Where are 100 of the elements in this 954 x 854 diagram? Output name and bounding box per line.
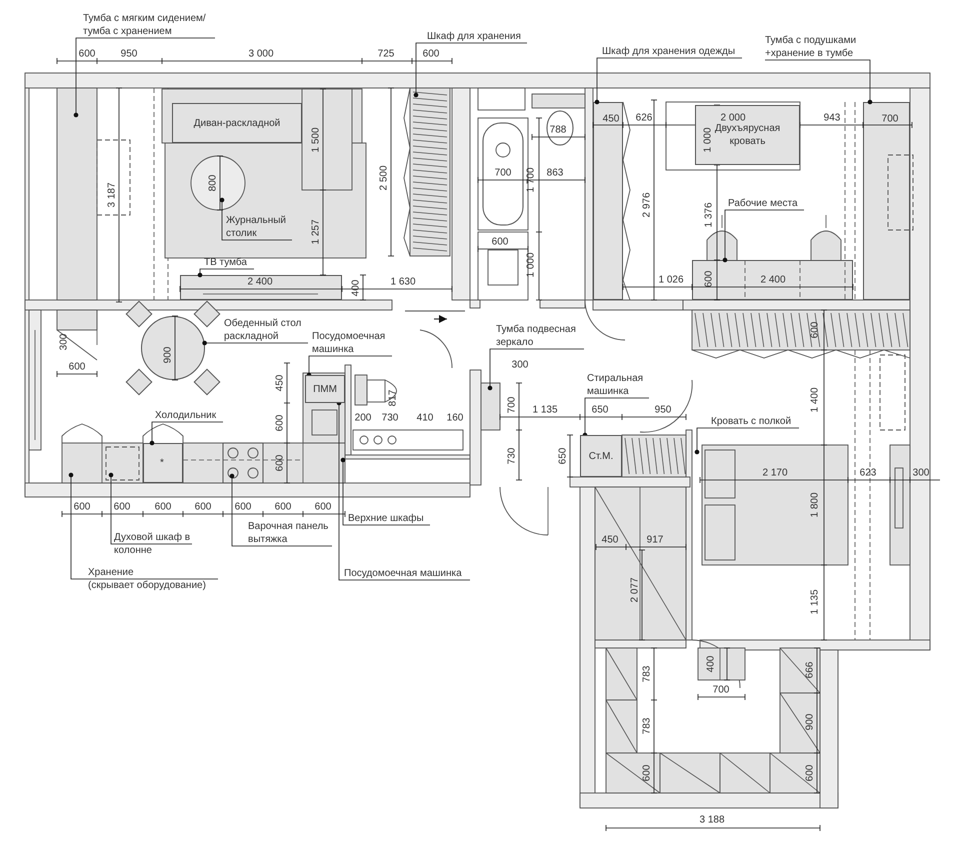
dimension-label: 700 [506, 396, 518, 414]
dimension-label: 1 135 [810, 589, 820, 615]
dimension-label: 3 187 [106, 182, 118, 208]
dimension-label: 1 700 [526, 167, 536, 193]
dimension-label: 623 [860, 468, 876, 478]
dimension-label: 943 [824, 112, 840, 124]
dimension-label: 900 [804, 714, 816, 730]
callout-label: Кровать с полкой [711, 415, 799, 428]
dimension-label: 1 500 [310, 127, 322, 153]
dimension-label: 800 [208, 174, 218, 192]
dimension-label: 863 [546, 168, 564, 178]
wardrobe [593, 102, 623, 300]
dimension-label: 3 188 [699, 814, 725, 826]
dimension-label: 400 [350, 280, 362, 296]
callout-label: Посудомоечная машинка [344, 567, 470, 580]
dimension-label: 300 [512, 360, 528, 370]
dimension-label: 600 [114, 502, 130, 512]
callout-label: Шкаф для хранения [427, 30, 527, 43]
dishwasher: ПММ [305, 375, 345, 403]
dimension-label: 600 [810, 322, 820, 338]
dimension-label: 600 [68, 362, 86, 372]
dimension-label: 600 [194, 502, 212, 512]
dimension-label: 788 [550, 124, 566, 136]
callout-label: Духовой шкаф в колонне [114, 531, 192, 557]
leader-line [108, 472, 192, 544]
dimension-label: 600 [422, 48, 440, 60]
dimension-label: 1 800 [810, 492, 820, 518]
dimension-label: 600 [492, 236, 508, 248]
dimension-label: 450 [602, 114, 620, 124]
dimension-label: 700 [712, 684, 730, 696]
dimension-label: 700 [494, 168, 512, 178]
dimension-label: 1 257 [310, 219, 322, 245]
callout-label: ТВ тумба [204, 256, 254, 269]
dimension-label: 200 [354, 412, 372, 424]
dimension-label: 666 [804, 662, 816, 678]
dimension-label: 783 [642, 718, 652, 734]
dimension-label: 730 [382, 412, 398, 424]
leader-line [202, 340, 308, 346]
dimension-label: 950 [120, 48, 138, 60]
dimension-label: 817 [388, 390, 398, 406]
leader-line [198, 268, 254, 278]
callout-label: Тумба подвесная зеркало [496, 323, 584, 349]
dimension-label: 2 500 [378, 165, 390, 191]
dimension-label: 300 [912, 468, 930, 478]
dimension-label: 600 [704, 270, 714, 288]
dimension-label: 2 077 [630, 577, 640, 603]
callout-label: Шкаф для хранения одежды [602, 45, 742, 58]
callout-label: Верхние шкафы [348, 512, 430, 525]
dimension-label: 600 [78, 48, 96, 60]
callout-label: Стиральная машинка [587, 372, 649, 398]
washing-machine: Ст.М. [580, 435, 622, 477]
dimension-label: 3 000 [248, 48, 274, 60]
dimension-label: 700 [882, 114, 898, 124]
dining-table [141, 316, 205, 380]
leader-line [414, 42, 528, 98]
leader-line [336, 400, 470, 580]
dimension-label: 2 000 [720, 112, 746, 124]
leader-line [340, 458, 430, 526]
leader-line [694, 428, 800, 454]
dimension-label: 450 [274, 374, 286, 392]
leader-line [74, 38, 216, 118]
symbol-label: * [160, 458, 164, 468]
dimension-label: 2 400 [760, 274, 786, 286]
callout-label: Холодильник [155, 409, 223, 422]
leader-line [764, 60, 872, 104]
sofa: Диван-раскладной [172, 103, 302, 143]
dimension-label: 600 [642, 764, 652, 782]
callout-label: Журнальный столик [226, 214, 292, 240]
dimension-label: 900 [162, 346, 174, 364]
dimension-label: 600 [274, 454, 286, 472]
callout-label: Посудомоечная машинка [312, 330, 392, 356]
dimension-label: 1 135 [532, 404, 558, 416]
dimension-label: 2 976 [642, 192, 652, 218]
callout-label: Тумба с подушками +хранение в тумбе [765, 34, 873, 60]
callout-label: Рабочие места [728, 197, 804, 210]
dimension-label: 783 [642, 666, 652, 682]
dimension-label: 300 [58, 334, 70, 350]
dimension-label: 725 [378, 48, 394, 60]
dimension-label: 410 [416, 412, 434, 424]
tv-unit [180, 275, 342, 300]
storage-bench [863, 102, 910, 300]
dimension-label: 917 [646, 534, 664, 546]
dimension-label: 600 [804, 764, 816, 782]
dimension-label: 1 026 [658, 274, 684, 286]
dimension-label: 600 [274, 414, 286, 432]
callout-label: Варочная панель вытяжка [248, 520, 332, 546]
leader-line [306, 356, 392, 378]
dimension-label: 600 [74, 502, 90, 512]
leader-line [582, 398, 650, 438]
dimension-label: 1 000 [526, 252, 536, 278]
leader-line [68, 472, 218, 580]
leader-line [594, 58, 742, 104]
dimension-label: 1 000 [702, 127, 714, 153]
dimension-label: 600 [234, 502, 252, 512]
dimension-label: 1 400 [810, 387, 820, 413]
dimension-label: 626 [636, 112, 652, 124]
dimension-label: 600 [274, 502, 292, 512]
desk [692, 260, 853, 300]
callout-label: Обеденный стол раскладной [224, 317, 308, 343]
dimension-label: 2 400 [247, 276, 273, 288]
